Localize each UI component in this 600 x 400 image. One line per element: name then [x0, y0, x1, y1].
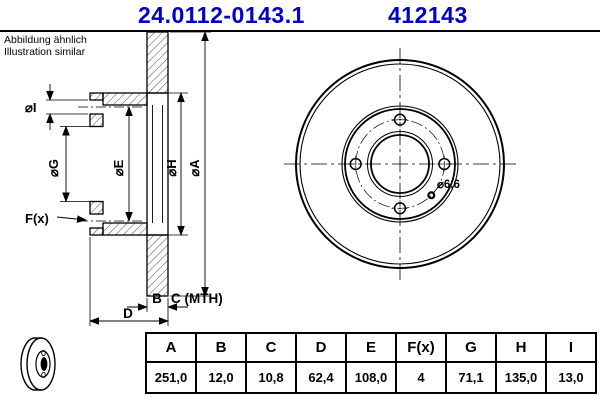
technical-drawing: ⌀I ⌀G ⌀E ⌀H ⌀A F(x) B C (MTH) D: [25, 31, 516, 326]
part-number: 24.0112-0143.1: [138, 2, 305, 28]
dimension-table: A B C D E F(x) G H I 251,0 12,0 10,8 62,…: [145, 332, 597, 394]
dim-label-f: F(x): [25, 211, 49, 226]
dim-label-dia-e: ⌀E: [111, 159, 126, 176]
table-value-cell: 251,0: [145, 361, 197, 394]
extension-lines: [46, 31, 211, 326]
table-value-cell: 13,0: [545, 361, 597, 394]
dim-label-small-hole: ⌀6,6: [437, 179, 460, 191]
table-value-cell: 108,0: [345, 361, 397, 394]
table-header-cell: I: [545, 332, 597, 363]
dimension-lines: [46, 31, 209, 325]
front-view: [284, 48, 516, 282]
table-header-cell: C: [245, 332, 297, 363]
dim-label-b: B: [152, 291, 162, 306]
table-value-cell: 71,1: [445, 361, 497, 394]
dim-label-dia-a: ⌀A: [187, 159, 202, 177]
cross-section-view: [89, 31, 169, 297]
table-value-cell: 10,8: [245, 361, 297, 394]
table-header-row: A B C D E F(x) G H I: [145, 332, 597, 363]
header-bar: 24.0112-0143.1 412143: [0, 0, 600, 32]
table-header-cell: A: [145, 332, 197, 363]
table-value-cell: 4: [395, 361, 447, 394]
table-header-cell: D: [295, 332, 347, 363]
hole-centerlines: [78, 106, 144, 222]
note-line-de: Abbildung ähnlich: [4, 34, 87, 46]
dim-label-c-mth: C (MTH): [171, 291, 223, 306]
table-header-cell: G: [445, 332, 497, 363]
table-header-cell: B: [195, 332, 247, 363]
table-value-cell: 62,4: [295, 361, 347, 394]
locating-hole: [427, 191, 436, 200]
dim-label-dia-g: ⌀G: [46, 159, 61, 177]
dim-label-dia-i: ⌀I: [25, 100, 36, 115]
table-header-cell: H: [495, 332, 547, 363]
table-value-cell: 12,0: [195, 361, 247, 394]
table-value-cell: 135,0: [495, 361, 547, 394]
similarity-note: Abbildung ähnlich Illustration similar: [4, 34, 87, 58]
brake-disc-icon: [20, 337, 56, 391]
dim-label-d: D: [123, 306, 133, 321]
dim-label-dia-h: ⌀H: [164, 159, 179, 176]
table-header-cell: F(x): [395, 332, 447, 363]
catalog-number: 412143: [388, 2, 468, 28]
table-value-row: 251,0 12,0 10,8 62,4 108,0 4 71,1 135,0 …: [145, 361, 597, 394]
note-line-en: Illustration similar: [4, 46, 86, 58]
table-header-cell: E: [345, 332, 397, 363]
